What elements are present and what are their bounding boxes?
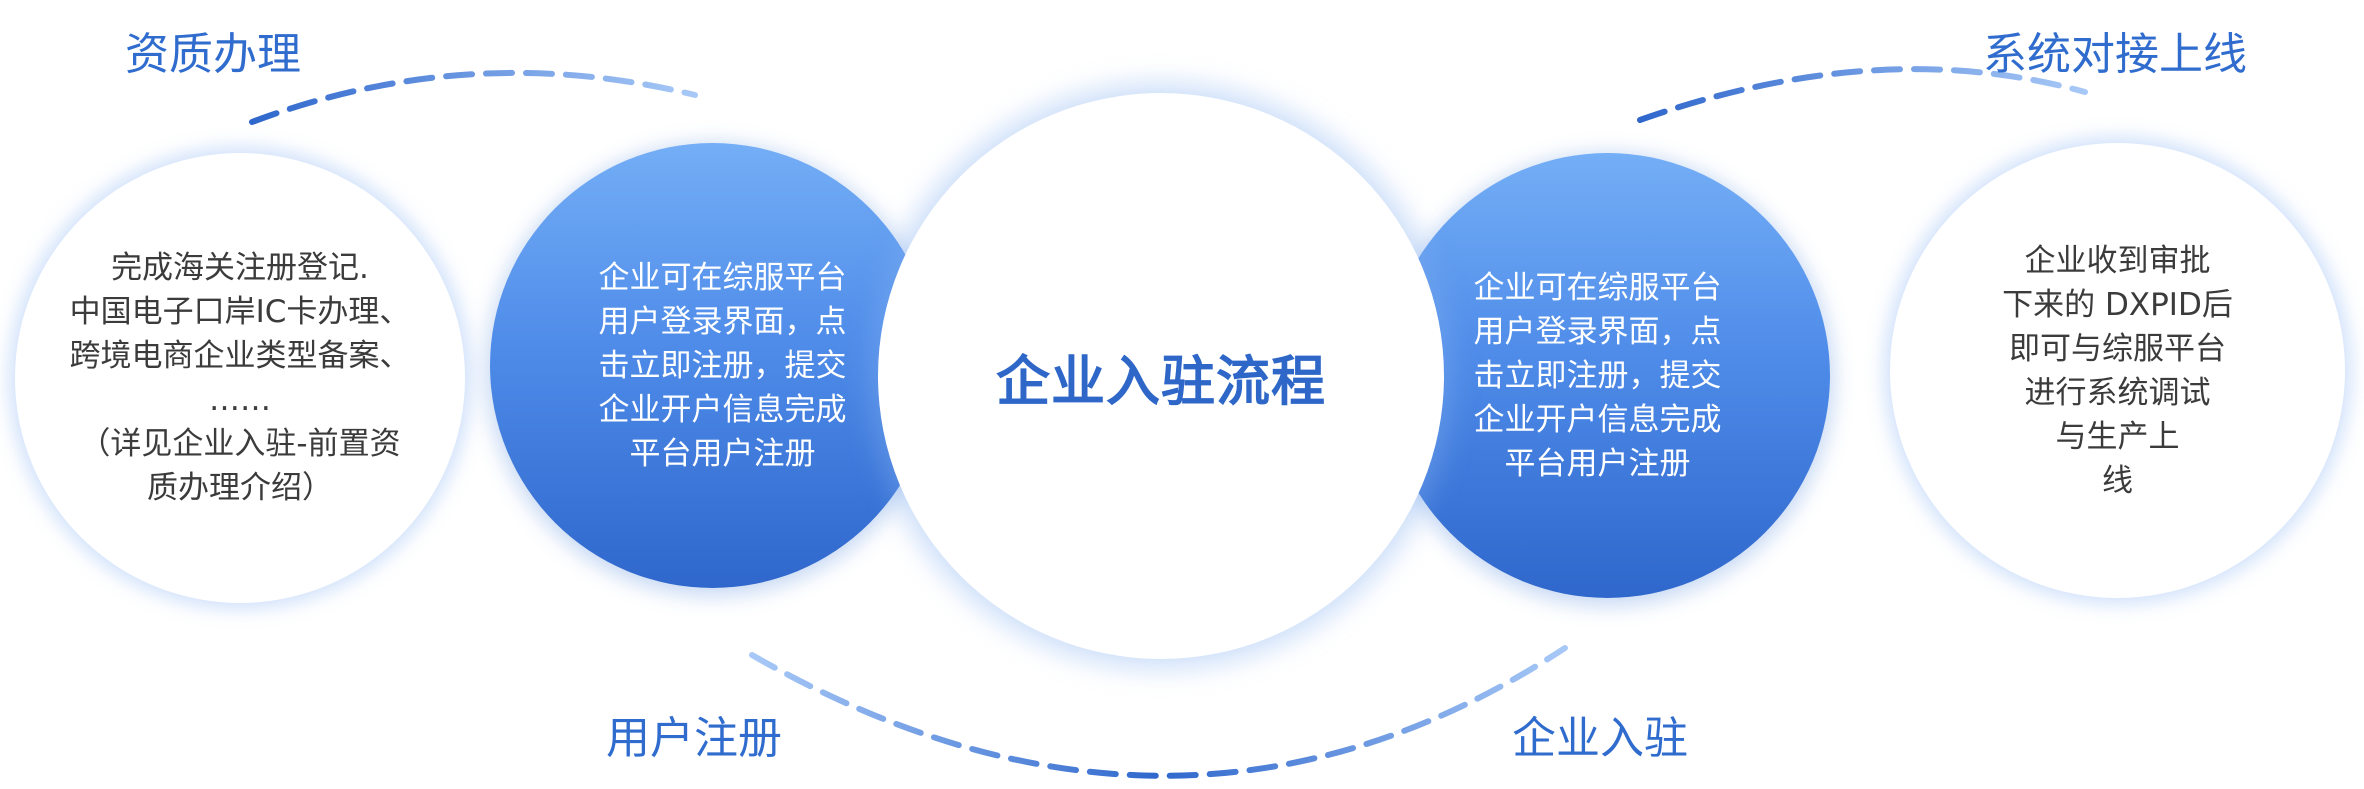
label-qualification: 资质办理 [125,29,301,80]
label-onboarding: 企业入驻 [1512,713,1688,764]
registration-text: 企业可在综服平台 用户登录界面，点 击立即注册，提交 企业开户信息完成 平台用户… [598,259,847,472]
qualification-text: 完成海关注册登记. 中国电子口岸IC卡办理、 跨境电商企业类型备案、 …… （详… [69,250,411,506]
circle-registration: 企业可在综服平台 用户登录界面，点 击立即注册，提交 企业开户信息完成 平台用户… [490,143,935,588]
arc-system-launch [1637,66,2088,123]
label-system-launch: 系统对接上线 [1983,29,2247,80]
circle-onboarding: 企业可在综服平台 用户登录界面，点 击立即注册，提交 企业开户信息完成 平台用户… [1385,153,1830,598]
circle-system-launch: 企业收到审批 下来的 DXPID后 即可与综服平台 进行系统调试 与生产上 线 [1890,143,2345,598]
label-registration: 用户注册 [606,713,782,764]
diagram-title: 企业入驻流程 [996,349,1326,413]
arc-qualification [249,69,698,125]
circle-qualification: 完成海关注册登记. 中国电子口岸IC卡办理、 跨境电商企业类型备案、 …… （详… [15,153,465,603]
arc-registration-onboarding [749,645,1568,779]
launch-text: 企业收到审批 下来的 DXPID后 即可与综服平台 进行系统调试 与生产上 线 [2002,242,2233,499]
circle-center: 企业入驻流程 [878,93,1444,659]
onboarding-text: 企业可在综服平台 用户登录界面，点 击立即注册，提交 企业开户信息完成 平台用户… [1473,269,1722,482]
